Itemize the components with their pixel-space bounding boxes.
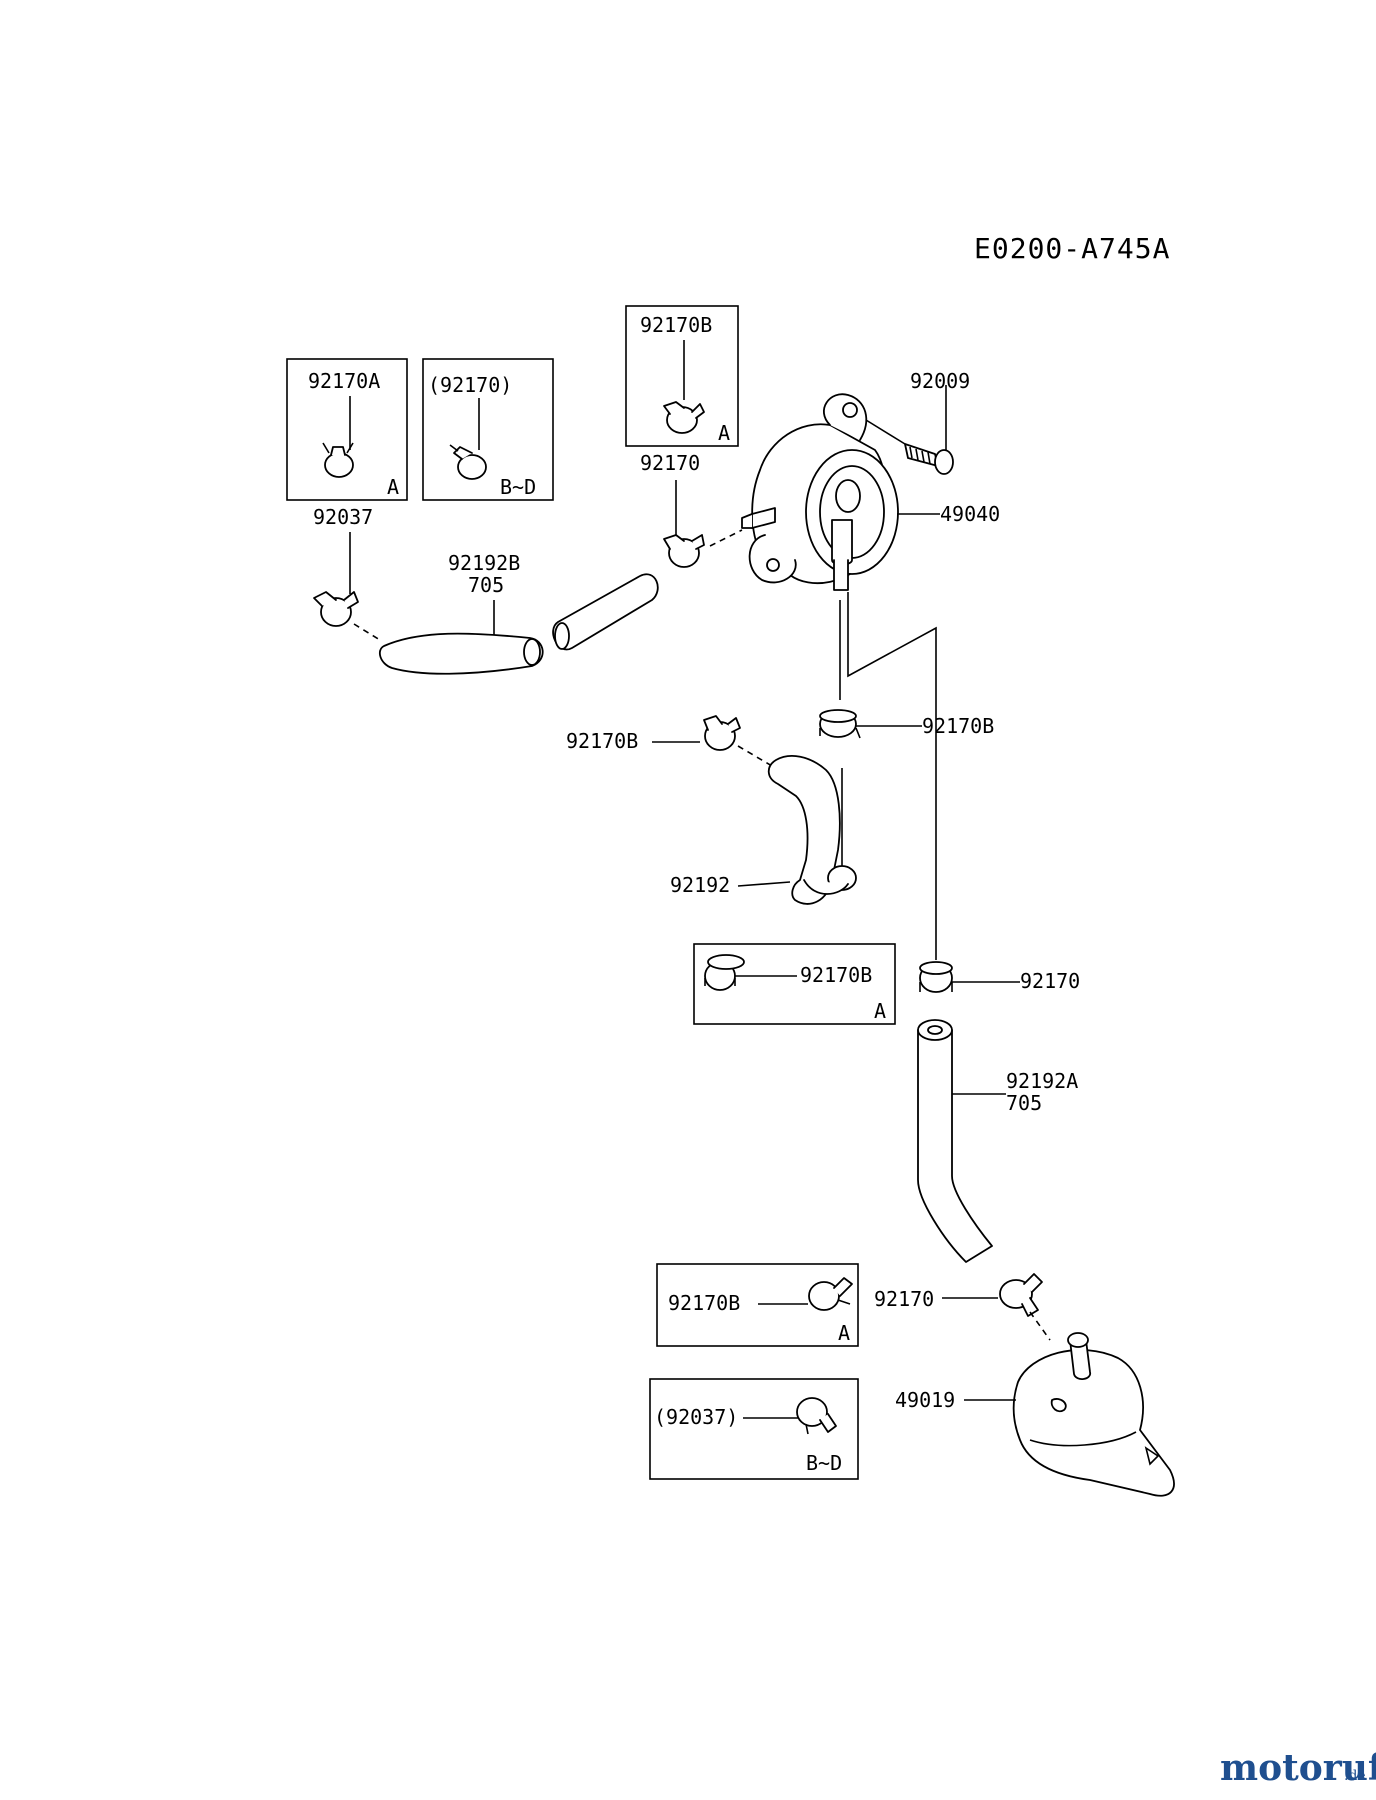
label-92192A[interactable]: 92192A: [1006, 1069, 1078, 1093]
watermark-brand: motoruf: [1220, 1747, 1376, 1789]
variant-box-92170B-low: 92170B A: [656, 1263, 859, 1347]
label-92170B-top[interactable]: 92170B: [640, 313, 712, 337]
label-92192B-705[interactable]: 705: [468, 573, 504, 597]
bolt-92009: [904, 443, 954, 475]
hose-clamp-icon: [919, 961, 953, 993]
hose-clamp-icon: [663, 401, 705, 434]
label-92192A-705[interactable]: 705: [1006, 1091, 1042, 1115]
variant-box-92170B-mid: 92170B A: [693, 943, 896, 1025]
variant-tag: B~D: [500, 475, 536, 499]
label-92037-paren[interactable]: (92037): [654, 1405, 738, 1429]
fuel-hose-92192: [767, 755, 857, 905]
watermark-logo: motoruf .de: [1220, 1747, 1376, 1789]
hose-clamp-icon: [313, 591, 359, 627]
label-92037[interactable]: 92037: [313, 505, 373, 529]
hose-clamp-icon: [322, 442, 354, 478]
variant-tag: B~D: [806, 1451, 842, 1475]
variant-box-92170A: 92170A A: [286, 358, 408, 501]
label-92170B-mid[interactable]: 92170B: [800, 963, 872, 987]
fuel-pump: [741, 393, 899, 591]
variant-box-92170B-top: 92170B A: [625, 305, 739, 447]
hose-clamp-icon: [819, 709, 861, 739]
diagram-code: E0200-A745A: [974, 232, 1170, 265]
label-49019[interactable]: 49019: [895, 1388, 955, 1412]
fuel-hose-92192B: [378, 573, 659, 675]
hose-clamp-icon: [449, 444, 487, 480]
label-92170B-low[interactable]: 92170B: [668, 1291, 740, 1315]
variant-box-92170-paren: (92170) B~D: [422, 358, 554, 501]
label-92170B-right[interactable]: 92170B: [922, 714, 994, 738]
variant-box-92037-paren: (92037) B~D: [649, 1378, 859, 1480]
fuel-filter: [1012, 1332, 1175, 1497]
hose-clamp-icon: [704, 954, 745, 991]
variant-tag: A: [874, 999, 886, 1023]
fuel-hose-92192A: [917, 1019, 993, 1263]
hose-clamp-icon: [808, 1277, 853, 1311]
variant-tag: A: [718, 421, 730, 445]
label-49040[interactable]: 49040: [940, 502, 1000, 526]
label-92170B-left[interactable]: 92170B: [566, 729, 638, 753]
label-92170-top[interactable]: 92170: [640, 451, 700, 475]
label-92192[interactable]: 92192: [670, 873, 730, 897]
watermark-tld: .de: [1344, 1768, 1366, 1784]
label-92170-mid[interactable]: 92170: [1020, 969, 1080, 993]
variant-tag: A: [838, 1321, 850, 1345]
hose-clamp-icon: [999, 1273, 1043, 1317]
hose-clamp-icon: [663, 534, 705, 568]
label-92170-low[interactable]: 92170: [874, 1287, 934, 1311]
label-92009[interactable]: 92009: [910, 369, 970, 393]
variant-tag: A: [387, 475, 399, 499]
hose-clamp-icon: [796, 1397, 837, 1435]
label-92170A[interactable]: 92170A: [308, 369, 380, 393]
label-92192B[interactable]: 92192B: [448, 551, 520, 575]
hose-clamp-icon: [703, 715, 741, 751]
label-92170-paren[interactable]: (92170): [428, 373, 512, 397]
